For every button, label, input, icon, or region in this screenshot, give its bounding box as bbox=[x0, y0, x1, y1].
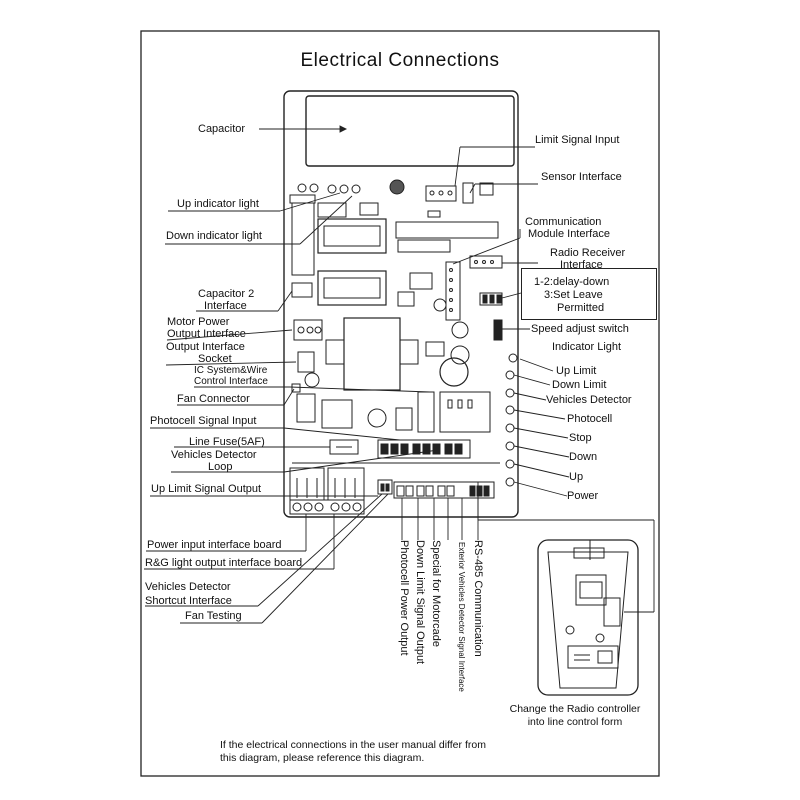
label-up: Up bbox=[569, 471, 584, 483]
label-capacitor: Capacitor bbox=[198, 123, 246, 135]
motor-output-terminal bbox=[293, 319, 323, 341]
vlabel-rs485-communication: RS-485 Communication bbox=[472, 540, 484, 657]
radio-controller bbox=[537, 539, 639, 696]
label-rg-light-board: R&G light output interface board bbox=[145, 557, 303, 569]
label-photocell: Photocell bbox=[567, 413, 613, 425]
up-indicator-led bbox=[327, 184, 337, 194]
label-power-input-board: Power input interface board bbox=[147, 539, 282, 551]
label-shortcut-line2: Shortcut Interface bbox=[145, 595, 232, 607]
mode-line-2: 3:Set Leave bbox=[544, 289, 603, 301]
label-speed-adjust-switch: Speed adjust switch bbox=[531, 323, 629, 335]
relay-up bbox=[317, 218, 387, 254]
transformer bbox=[343, 317, 401, 391]
label-ic-system-line1: IC System&Wire bbox=[194, 365, 268, 376]
label-vehicles-detector: Vehicles Detector bbox=[546, 394, 632, 406]
footer-line1: If the electrical connections in the use… bbox=[220, 739, 486, 751]
label-up-indicator-light: Up indicator light bbox=[177, 198, 259, 210]
radio-controller-caption: Change the Radio controller into line co… bbox=[490, 703, 660, 729]
radio-receiver-connector bbox=[469, 255, 503, 269]
rg-light-terminal bbox=[327, 467, 365, 501]
label-shortcut-line1: Vehicles Detector bbox=[145, 581, 231, 593]
vlabel-down-limit-signal-output: Down Limit Signal Output bbox=[414, 540, 426, 665]
sensor-connector bbox=[462, 182, 474, 204]
dip-switch-mode-box: 1-2:delay-down 3:Set Leave Permitted bbox=[521, 268, 657, 320]
label-down-limit: Down Limit bbox=[552, 379, 607, 391]
leader-lines bbox=[144, 125, 655, 624]
capacitor-block bbox=[305, 95, 515, 167]
label-motor-power-line2: Output Interface bbox=[167, 328, 246, 340]
label-motor-power-line1: Motor Power bbox=[167, 316, 230, 328]
comm-module-strip bbox=[395, 221, 499, 239]
label-stop: Stop bbox=[569, 432, 592, 444]
footer-note: If the electrical connections in the use… bbox=[220, 739, 486, 765]
outer-frame bbox=[140, 30, 660, 777]
mode-line-3: Permitted bbox=[557, 302, 605, 314]
label-capacitor-2-line2: Interface bbox=[204, 300, 247, 312]
radio-caption-line1: Change the Radio controller bbox=[509, 703, 641, 715]
label-fan-connector: Fan Connector bbox=[177, 393, 250, 405]
relay-down bbox=[317, 270, 387, 306]
label-sensor-interface: Sensor Interface bbox=[541, 171, 622, 183]
label-limit-signal-input: Limit Signal Input bbox=[535, 134, 620, 146]
label-up-limit: Up Limit bbox=[556, 365, 597, 377]
label-up-limit-signal-output: Up Limit Signal Output bbox=[151, 483, 262, 495]
label-ic-system-line2: Control Interface bbox=[194, 376, 268, 387]
vlabel-exterior-vehicles-detector: Exterior Vehicles Detector Signal Interf… bbox=[457, 542, 466, 692]
label-comm-module-line2: Module Interface bbox=[528, 228, 610, 240]
label-output-socket-line2: Socket bbox=[198, 353, 232, 365]
signal-terminal-strip bbox=[377, 439, 471, 459]
label-down-indicator-light: Down indicator light bbox=[166, 230, 262, 242]
vlabel-special-for-motorcade: Special for Motorcade bbox=[430, 540, 442, 647]
controller-board bbox=[283, 90, 519, 518]
label-capacitor-2-line1: Capacitor 2 bbox=[198, 288, 255, 300]
label-vehicles-loop-line1: Vehicles Detector bbox=[171, 449, 257, 461]
label-radio-receiver-line1: Radio Receiver bbox=[550, 247, 626, 259]
label-indicator-light: Indicator Light bbox=[552, 341, 622, 353]
label-line-fuse: Line Fuse(5AF) bbox=[189, 436, 265, 448]
footer-line2: this diagram, please reference this diag… bbox=[220, 752, 425, 764]
vlabel-photocell-power-output: Photocell Power Output bbox=[398, 540, 410, 656]
led-up-limit bbox=[508, 353, 518, 363]
speed-switch bbox=[493, 319, 503, 341]
shortcut-jumper bbox=[377, 479, 393, 495]
fan-connector-socket bbox=[291, 383, 301, 393]
label-photocell-signal-input: Photocell Signal Input bbox=[150, 415, 257, 427]
label-output-socket-line1: Output Interface bbox=[166, 341, 245, 353]
dip-switch bbox=[479, 292, 503, 306]
label-fan-testing: Fan Testing bbox=[185, 610, 242, 622]
diagram-title: Electrical Connections bbox=[300, 50, 500, 71]
buzzer bbox=[389, 179, 405, 195]
mode-line-1: 1-2:delay-down bbox=[534, 276, 610, 288]
label-down: Down bbox=[569, 451, 598, 463]
output-terminal-strip bbox=[393, 481, 495, 499]
label-comm-module-line1: Communication bbox=[525, 216, 602, 228]
radio-caption-line2: into line control form bbox=[527, 716, 623, 728]
comm-module-header bbox=[445, 261, 461, 321]
limit-signal-connector bbox=[425, 185, 457, 202]
label-vehicles-loop-line2: Loop bbox=[208, 461, 233, 473]
label-power: Power bbox=[567, 490, 599, 502]
